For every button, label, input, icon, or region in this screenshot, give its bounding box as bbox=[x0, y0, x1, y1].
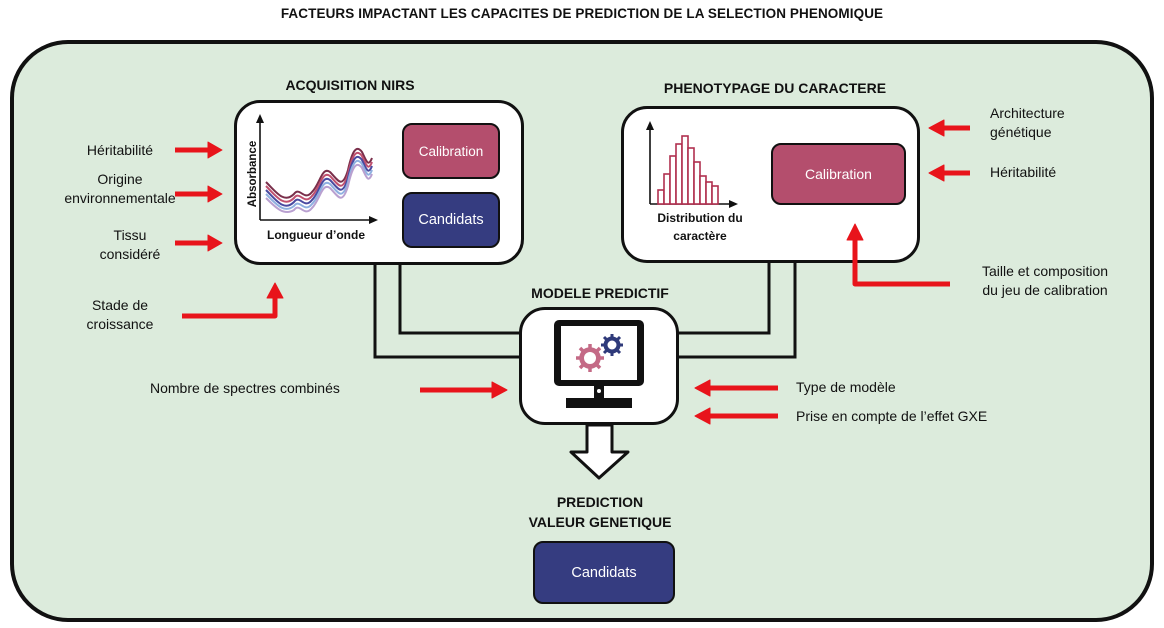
factor-gxe: Prise en compte de l’effet GXE bbox=[796, 408, 988, 424]
factor-nombre-spectres: Nombre de spectres combinés bbox=[150, 380, 340, 396]
arrow-gxe bbox=[694, 407, 778, 425]
prediction-title-2: VALEUR GENETIQUE bbox=[528, 514, 672, 530]
factor-stade-2: croissance bbox=[86, 316, 154, 332]
factor-heritabilite-right: Héritabilité bbox=[990, 164, 1057, 180]
factor-architecture-2: génétique bbox=[990, 124, 1052, 140]
arrow-taille bbox=[846, 223, 950, 287]
factor-heritabilite-left: Héritabilité bbox=[86, 142, 154, 158]
factor-architecture-1: Architecture bbox=[990, 105, 1065, 121]
nirs-calibration-box: Calibration bbox=[402, 123, 500, 179]
monitor-gears-icon bbox=[554, 320, 644, 408]
factor-stade-1: Stade de bbox=[91, 297, 149, 313]
histogram-icon bbox=[646, 121, 738, 208]
prediction-title-1: PREDICTION bbox=[556, 494, 644, 510]
prediction-candidats-box: Candidats bbox=[533, 541, 675, 604]
wavelength-label: Longueur d’onde bbox=[267, 228, 365, 242]
arrow-heritabilite-right bbox=[928, 164, 970, 182]
model-title: MODELE PREDICTIF bbox=[531, 285, 669, 301]
pheno-calibration-box: Calibration bbox=[771, 143, 906, 205]
nirs-candidats-box: Candidats bbox=[402, 192, 500, 248]
down-arrow bbox=[569, 423, 630, 480]
diagram-title: FACTEURS IMPACTANT LES CAPACITES DE PRED… bbox=[280, 6, 884, 21]
factor-type-modele: Type de modèle bbox=[796, 379, 896, 395]
spectra-chart-icon bbox=[256, 114, 378, 224]
arrow-architecture bbox=[928, 119, 970, 137]
factor-origine-1: Origine bbox=[97, 171, 143, 187]
distribution-label-2: caractère bbox=[673, 229, 727, 243]
nirs-title: ACQUISITION NIRS bbox=[285, 77, 415, 93]
arrow-tissu bbox=[175, 234, 223, 252]
arrow-type-modele bbox=[694, 379, 778, 397]
factor-origine-2: environnementale bbox=[64, 190, 176, 206]
factor-tissu-1: Tissu bbox=[113, 227, 147, 243]
arrow-nombre bbox=[420, 381, 508, 399]
factor-tissu-2: considéré bbox=[99, 246, 161, 262]
factor-taille-2: du jeu de calibration bbox=[982, 282, 1108, 298]
distribution-label-1: Distribution du bbox=[657, 211, 743, 225]
arrow-stade bbox=[182, 282, 284, 319]
arrow-heritabilite-left bbox=[175, 141, 223, 159]
pheno-title: PHENOTYPAGE DU CARACTERE bbox=[663, 80, 887, 96]
factor-taille-1: Taille et composition bbox=[981, 263, 1109, 279]
arrow-origine bbox=[175, 185, 223, 203]
